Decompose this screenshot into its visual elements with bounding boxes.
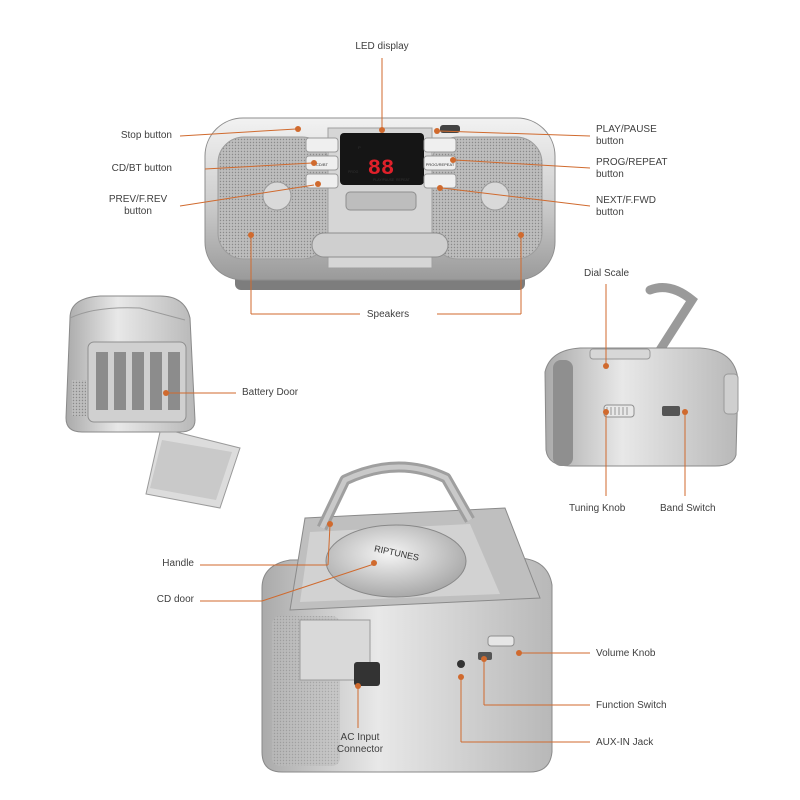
prev-key — [305, 173, 339, 189]
label-next-line2: button — [596, 207, 624, 218]
prog-key-label: PROG/REPEAT — [426, 162, 455, 167]
prog-key — [423, 155, 457, 171]
label-prev-line1: PREV/F.REV — [108, 194, 168, 205]
display-digits: 88 — [368, 156, 394, 181]
label-ac-line2: Connector — [336, 744, 384, 755]
label-battery-door: Battery Door — [242, 387, 299, 398]
label-next-line1: NEXT/F.FWD — [596, 195, 656, 206]
label-cd-bt-button: CD/BT button — [111, 163, 172, 174]
label-prog-line1: PROG/REPEAT — [596, 157, 668, 168]
cd-slot-grip — [311, 232, 449, 258]
boombox-front: 88 P PLAY/PAUSE REPEAT PROG CD/BT PROG/R… — [204, 117, 556, 290]
callouts — [163, 58, 688, 743]
label-tuning-knob: Tuning Knob — [569, 503, 626, 514]
panel-key-label: PLAY/PAUSE — [373, 178, 395, 182]
cd-disc-lid — [325, 524, 467, 598]
band-switch — [662, 406, 680, 416]
label-handle: Handle — [162, 558, 194, 569]
boombox-side-view — [544, 283, 739, 467]
label-volume-knob: Volume Knob — [596, 648, 656, 659]
label-next-button: NEXT/F.FWD button — [596, 195, 656, 219]
boombox-back-view — [65, 295, 241, 509]
volume-slider — [487, 635, 515, 647]
panel-key-label: P — [358, 145, 361, 150]
label-function-switch: Function Switch — [596, 700, 667, 711]
panel-key-label: REPEAT — [396, 178, 411, 182]
label-dial-scale: Dial Scale — [584, 268, 630, 279]
label-prog-repeat-button: PROG/REPEAT button — [596, 157, 668, 181]
dial-scale — [589, 348, 651, 360]
label-ac-input: AC Input Connector — [318, 732, 402, 756]
label-play-line1: PLAY/PAUSE — [596, 124, 657, 135]
label-band-switch: Band Switch — [660, 503, 716, 514]
label-prog-line2: button — [596, 169, 624, 180]
play-key — [423, 137, 457, 153]
label-prev-line2: button — [124, 206, 152, 217]
label-cd-door: CD door — [156, 594, 194, 605]
label-ac-line1: AC Input — [340, 732, 380, 743]
label-stop-button: Stop button — [120, 130, 172, 141]
led-display — [340, 133, 424, 185]
cd-bt-key-label: CD/BT — [316, 162, 329, 167]
label-play-pause-button: PLAY/PAUSE button — [596, 124, 657, 148]
label-play-line2: button — [596, 136, 624, 147]
boombox-open-view: RIPTUNES — [261, 461, 553, 773]
ac-socket — [354, 662, 380, 686]
label-prev-button: PREV/F.REV button — [98, 194, 178, 218]
label-speakers: Speakers — [366, 309, 410, 320]
label-led-display: LED display — [355, 41, 409, 52]
panel-key-label: PROG — [348, 170, 359, 174]
label-aux-in-jack: AUX-IN Jack — [596, 737, 654, 748]
stop-key — [305, 137, 339, 153]
